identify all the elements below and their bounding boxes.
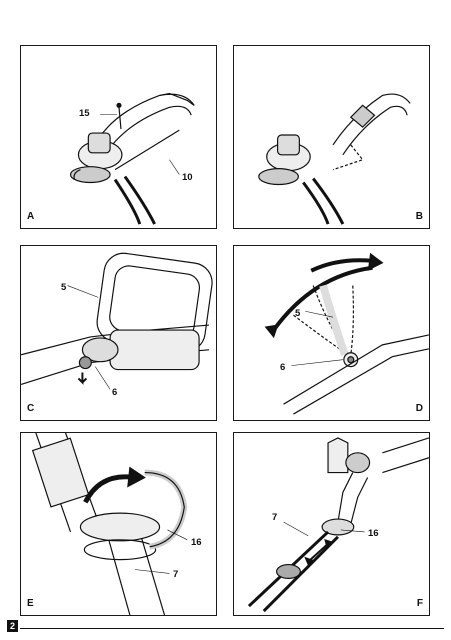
callout-5: 5 (295, 308, 301, 319)
panel-label-b: B (415, 211, 423, 222)
callout-6: 6 (280, 362, 286, 373)
page-number: 2 (7, 620, 18, 632)
callout-16: 16 (368, 528, 379, 539)
handle-illustration-c (21, 252, 213, 390)
handle-adjustment-illustration-f (247, 437, 429, 613)
panel-label-a: A (27, 211, 35, 222)
callout-5: 5 (61, 282, 67, 293)
figure-panel-e: 16 7 E (20, 432, 217, 616)
callout-7: 7 (173, 569, 179, 580)
trimmer-guard-illustration-b (258, 93, 411, 225)
panel-label-c: C (27, 403, 35, 414)
trimmer-guard-illustration-a (69, 92, 195, 225)
panel-label-e: E (27, 598, 34, 609)
callout-6: 6 (112, 387, 118, 398)
auxiliary-handle-illustration-e (31, 433, 188, 615)
callout-15: 15 (79, 108, 90, 119)
figure-panel-c: 5 6 C (20, 245, 217, 421)
figure-panel-f: 7 16 F (233, 432, 430, 616)
handle-rotation-illustration-d (264, 252, 429, 415)
callout-7: 7 (272, 512, 278, 523)
figure-panel-b: B (233, 45, 430, 229)
callout-10: 10 (182, 172, 193, 183)
panel-label-d: D (415, 403, 423, 414)
figure-panel-d: 5 6 D (233, 245, 430, 421)
figure-panel-a: 15 10 A (20, 45, 217, 229)
footer-rule (20, 628, 444, 629)
callout-16: 16 (191, 537, 202, 548)
panel-label-f: F (416, 598, 423, 609)
